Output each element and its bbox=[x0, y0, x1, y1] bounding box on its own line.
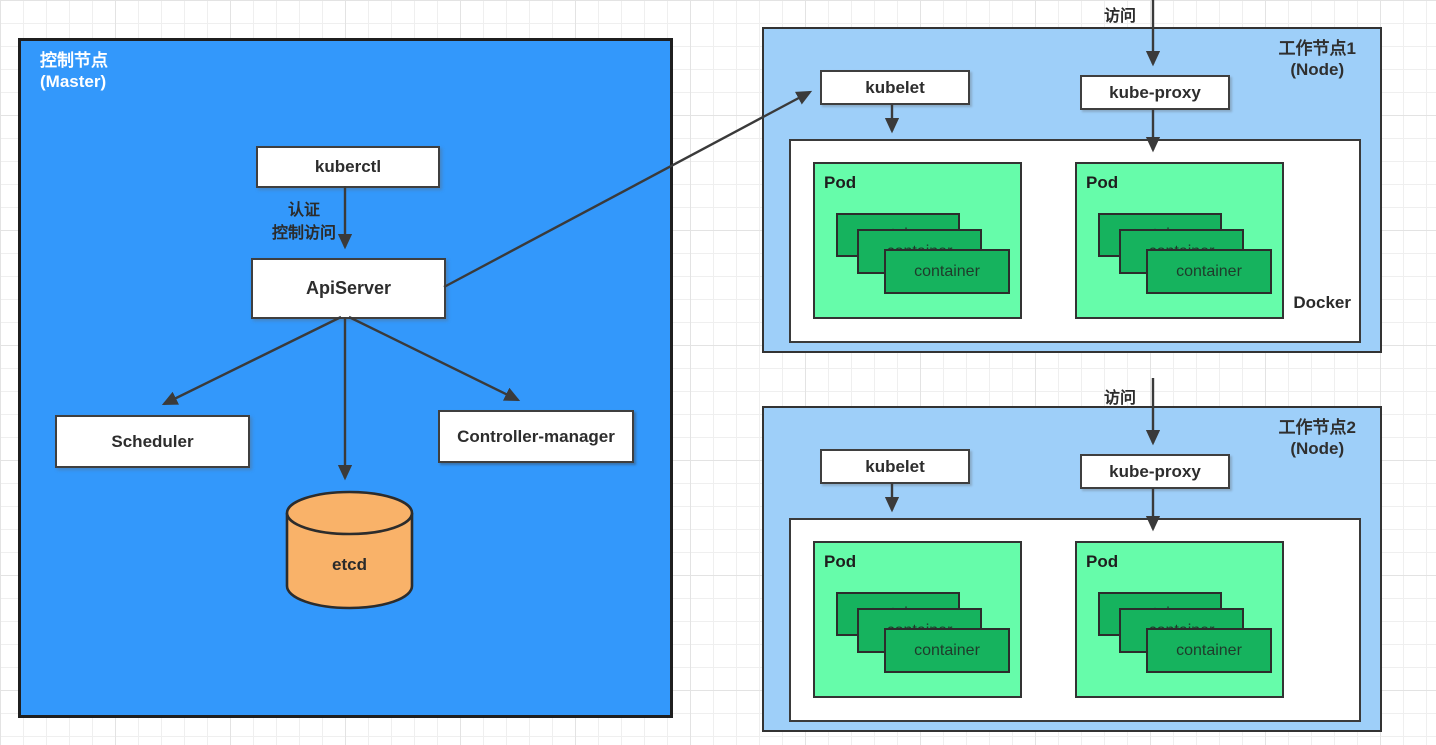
node1-pod1-label: Pod bbox=[824, 173, 857, 192]
access-label-node2: 访问 bbox=[1103, 390, 1136, 407]
node2-kubelet-box: kubelet bbox=[820, 449, 970, 484]
node1-title-line1: 工作节点1 bbox=[1278, 39, 1356, 58]
node1-pod2-label: Pod bbox=[1086, 173, 1119, 192]
node2-title: 工作节点2 (Node) bbox=[1279, 417, 1356, 459]
node2-title-line1: 工作节点2 bbox=[1278, 418, 1356, 437]
apiserver-box: ApiServer bbox=[251, 258, 446, 319]
worker-node1-box: 工作节点1 (Node) kubelet kube-proxy Pod cont… bbox=[762, 27, 1382, 353]
node1-pod1: Pod container container container bbox=[813, 162, 1022, 319]
node2-runtime-box: Pod container container container Pod co… bbox=[789, 518, 1361, 722]
container-box: container bbox=[1146, 628, 1272, 673]
node1-kube-proxy-label: kube-proxy bbox=[1109, 82, 1201, 102]
etcd-cylinder: etcd bbox=[284, 489, 415, 613]
auth-access-label: 认证 控制访问 bbox=[258, 199, 350, 245]
node2-kubelet-label: kubelet bbox=[865, 456, 925, 476]
node1-pod2: Pod container container container bbox=[1075, 162, 1284, 319]
auth-label-line2: 控制访问 bbox=[271, 225, 336, 242]
node1-kubelet-label: kubelet bbox=[865, 77, 925, 97]
access-label-node1: 访问 bbox=[1103, 8, 1136, 25]
node2-kube-proxy-box: kube-proxy bbox=[1080, 454, 1230, 489]
master-title-line1: 控制节点 bbox=[40, 51, 108, 70]
node1-docker-runtime-box: Pod container container container Pod co… bbox=[789, 139, 1361, 343]
node2-kube-proxy-label: kube-proxy bbox=[1109, 461, 1201, 481]
kuberctl-box: kuberctl bbox=[256, 146, 440, 188]
scheduler-label: Scheduler bbox=[111, 431, 194, 451]
etcd-label: etcd bbox=[332, 555, 367, 574]
node2-pod2-label: Pod bbox=[1086, 552, 1119, 571]
scheduler-box: Scheduler bbox=[55, 415, 250, 468]
node2-pod1-label: Pod bbox=[824, 552, 857, 571]
node2-title-line2: (Node) bbox=[1290, 439, 1345, 458]
node2-pod1: Pod container container container bbox=[813, 541, 1022, 698]
worker-node2-box: 工作节点2 (Node) kubelet kube-proxy Pod cont… bbox=[762, 406, 1382, 732]
master-node-box: 控制节点 (Master) kuberctl 认证 控制访问 ApiServer… bbox=[18, 38, 673, 718]
node1-docker-label: Docker bbox=[1293, 293, 1351, 312]
container-box: container bbox=[884, 249, 1010, 294]
auth-label-line1: 认证 bbox=[287, 202, 320, 219]
container-box: container bbox=[884, 628, 1010, 673]
node1-kubelet-box: kubelet bbox=[820, 70, 970, 105]
node1-kube-proxy-box: kube-proxy bbox=[1080, 75, 1230, 110]
node1-title-line2: (Node) bbox=[1290, 60, 1345, 79]
apiserver-label: ApiServer bbox=[305, 278, 392, 298]
kuberctl-label: kuberctl bbox=[314, 157, 382, 176]
etcd-cylinder-shape bbox=[285, 490, 414, 610]
controller-manager-box: Controller-manager bbox=[438, 410, 634, 463]
container-box: container bbox=[1146, 249, 1272, 294]
node2-pod2: Pod container container container bbox=[1075, 541, 1284, 698]
master-title: 控制节点 (Master) bbox=[40, 50, 108, 92]
node1-title: 工作节点1 (Node) bbox=[1279, 38, 1356, 80]
controller-manager-label: Controller-manager bbox=[457, 426, 615, 446]
master-title-line2: (Master) bbox=[40, 72, 107, 91]
